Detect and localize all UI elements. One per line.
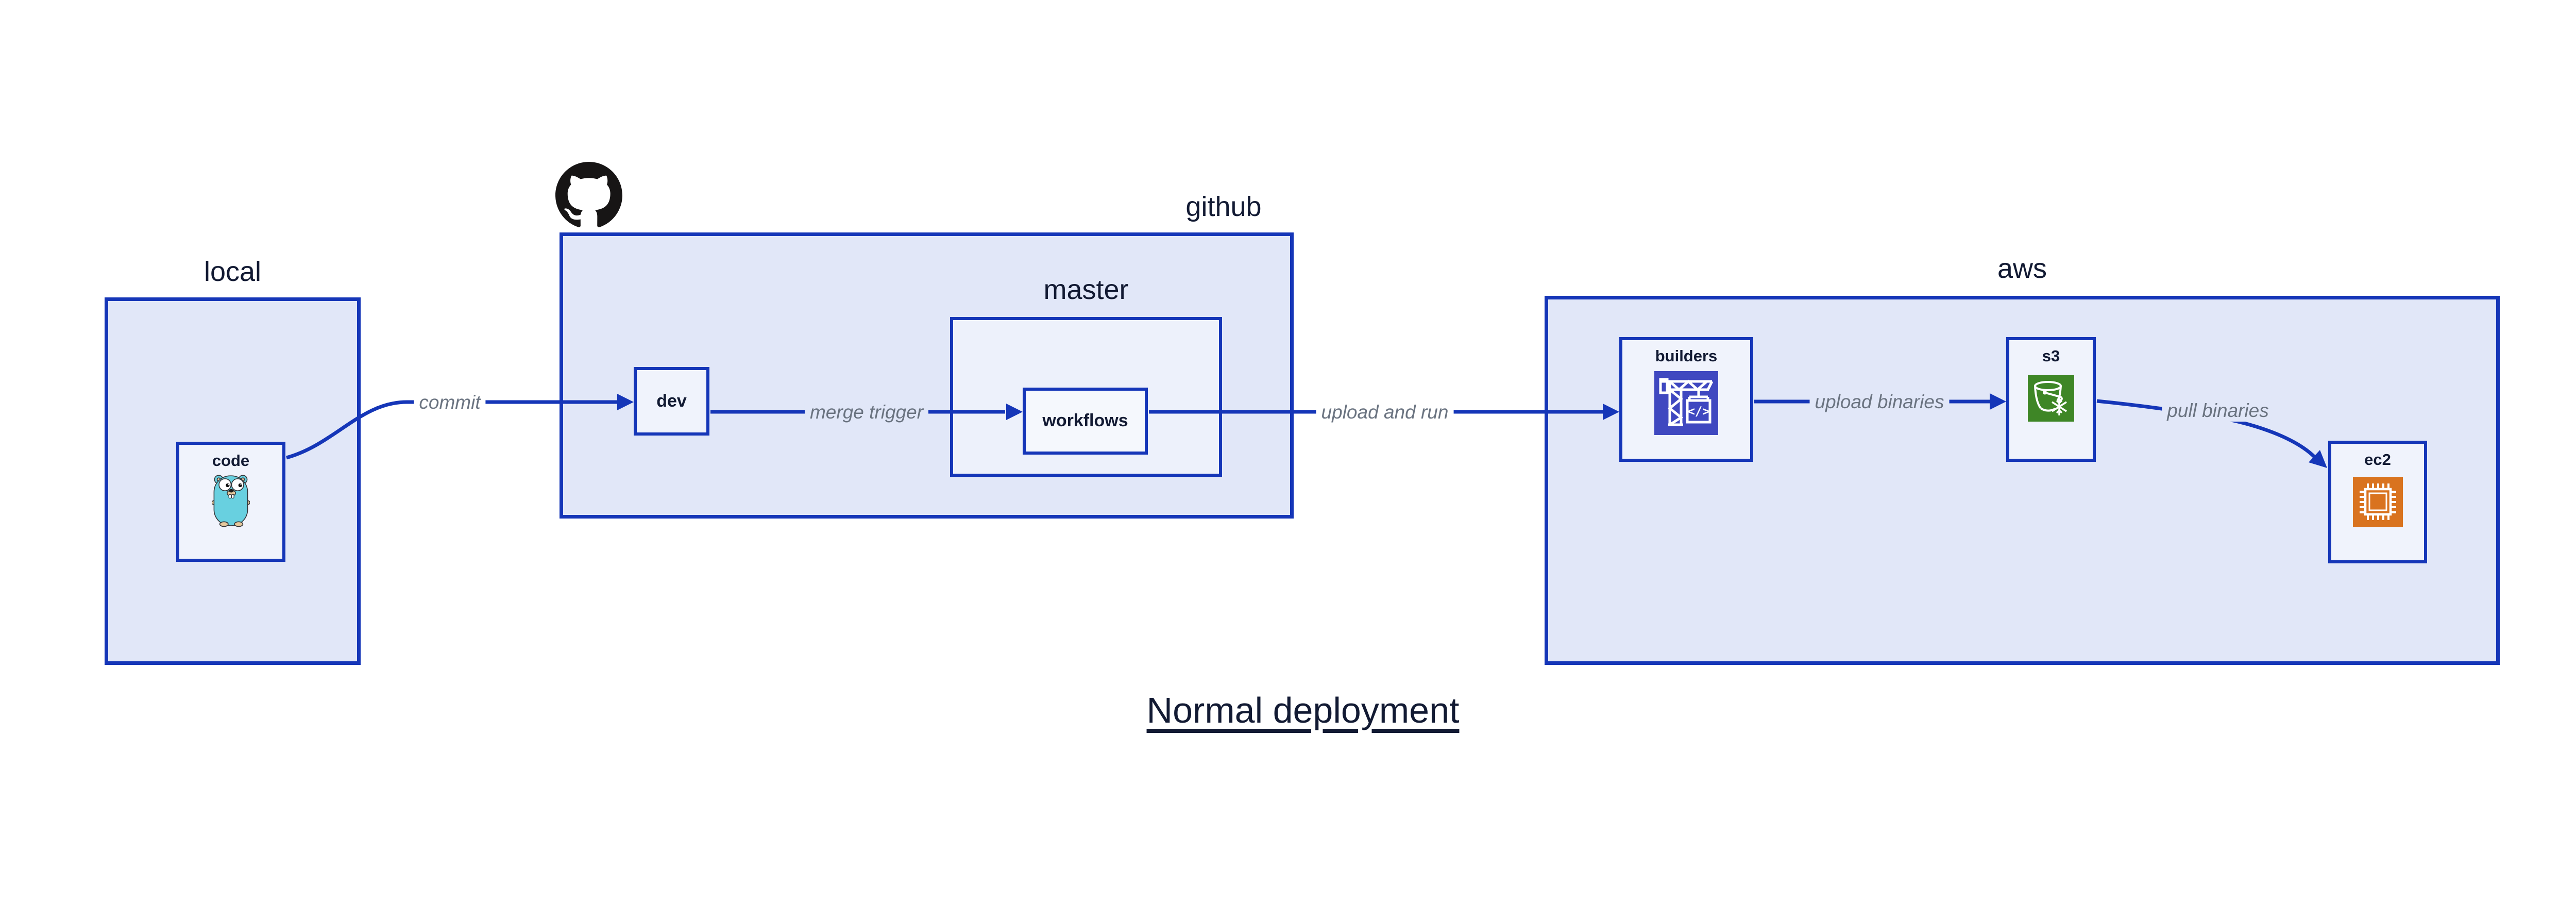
node-workflows: workflows <box>1023 388 1148 455</box>
go-gopher-icon <box>212 475 250 527</box>
node-s3: s3 <box>2006 337 2096 462</box>
edge-label-upload-and-run: upload and run <box>1316 402 1454 423</box>
node-ec2: ec2 <box>2328 441 2427 563</box>
node-label-builders: builders <box>1655 347 1718 365</box>
group-label-aws: aws <box>1997 253 2047 284</box>
edge-label-merge-trigger: merge trigger <box>804 402 929 423</box>
edge-label-upload-binaries: upload binaries <box>1809 391 1950 413</box>
node-builders: builders </> <box>1619 337 1753 462</box>
diagram-title: Normal deployment <box>1146 690 1460 730</box>
edge-label-pull-binaries: pull binaries <box>2162 400 2274 422</box>
edge-label-commit: commit <box>414 392 486 413</box>
group-label-master: master <box>1043 274 1129 305</box>
arrowhead-into-s3 <box>1990 393 2006 410</box>
s3-glacier-bucket-icon <box>2028 375 2074 422</box>
node-label-dev: dev <box>656 391 687 411</box>
node-label-s3: s3 <box>2042 347 2060 365</box>
ec2-chip-icon <box>2352 477 2403 527</box>
node-dev: dev <box>634 367 709 436</box>
arrowhead-into-dev <box>617 394 634 410</box>
node-label-code: code <box>212 452 250 470</box>
node-code: code <box>176 442 285 562</box>
codebuild-crane-icon: </> <box>1654 371 1718 436</box>
codebuild-code-glyph: </> <box>1687 404 1709 419</box>
arrowhead-into-ec2 <box>2309 450 2327 468</box>
group-label-github: github <box>1185 191 1262 222</box>
edge-commit-line <box>286 400 617 460</box>
node-label-workflows: workflows <box>1042 411 1128 431</box>
node-label-ec2: ec2 <box>2364 450 2391 469</box>
group-label-local: local <box>204 256 262 287</box>
github-octocat-icon <box>555 162 622 227</box>
arrowhead-into-workflows <box>1006 404 1023 420</box>
arrowhead-into-builders <box>1603 404 1619 420</box>
